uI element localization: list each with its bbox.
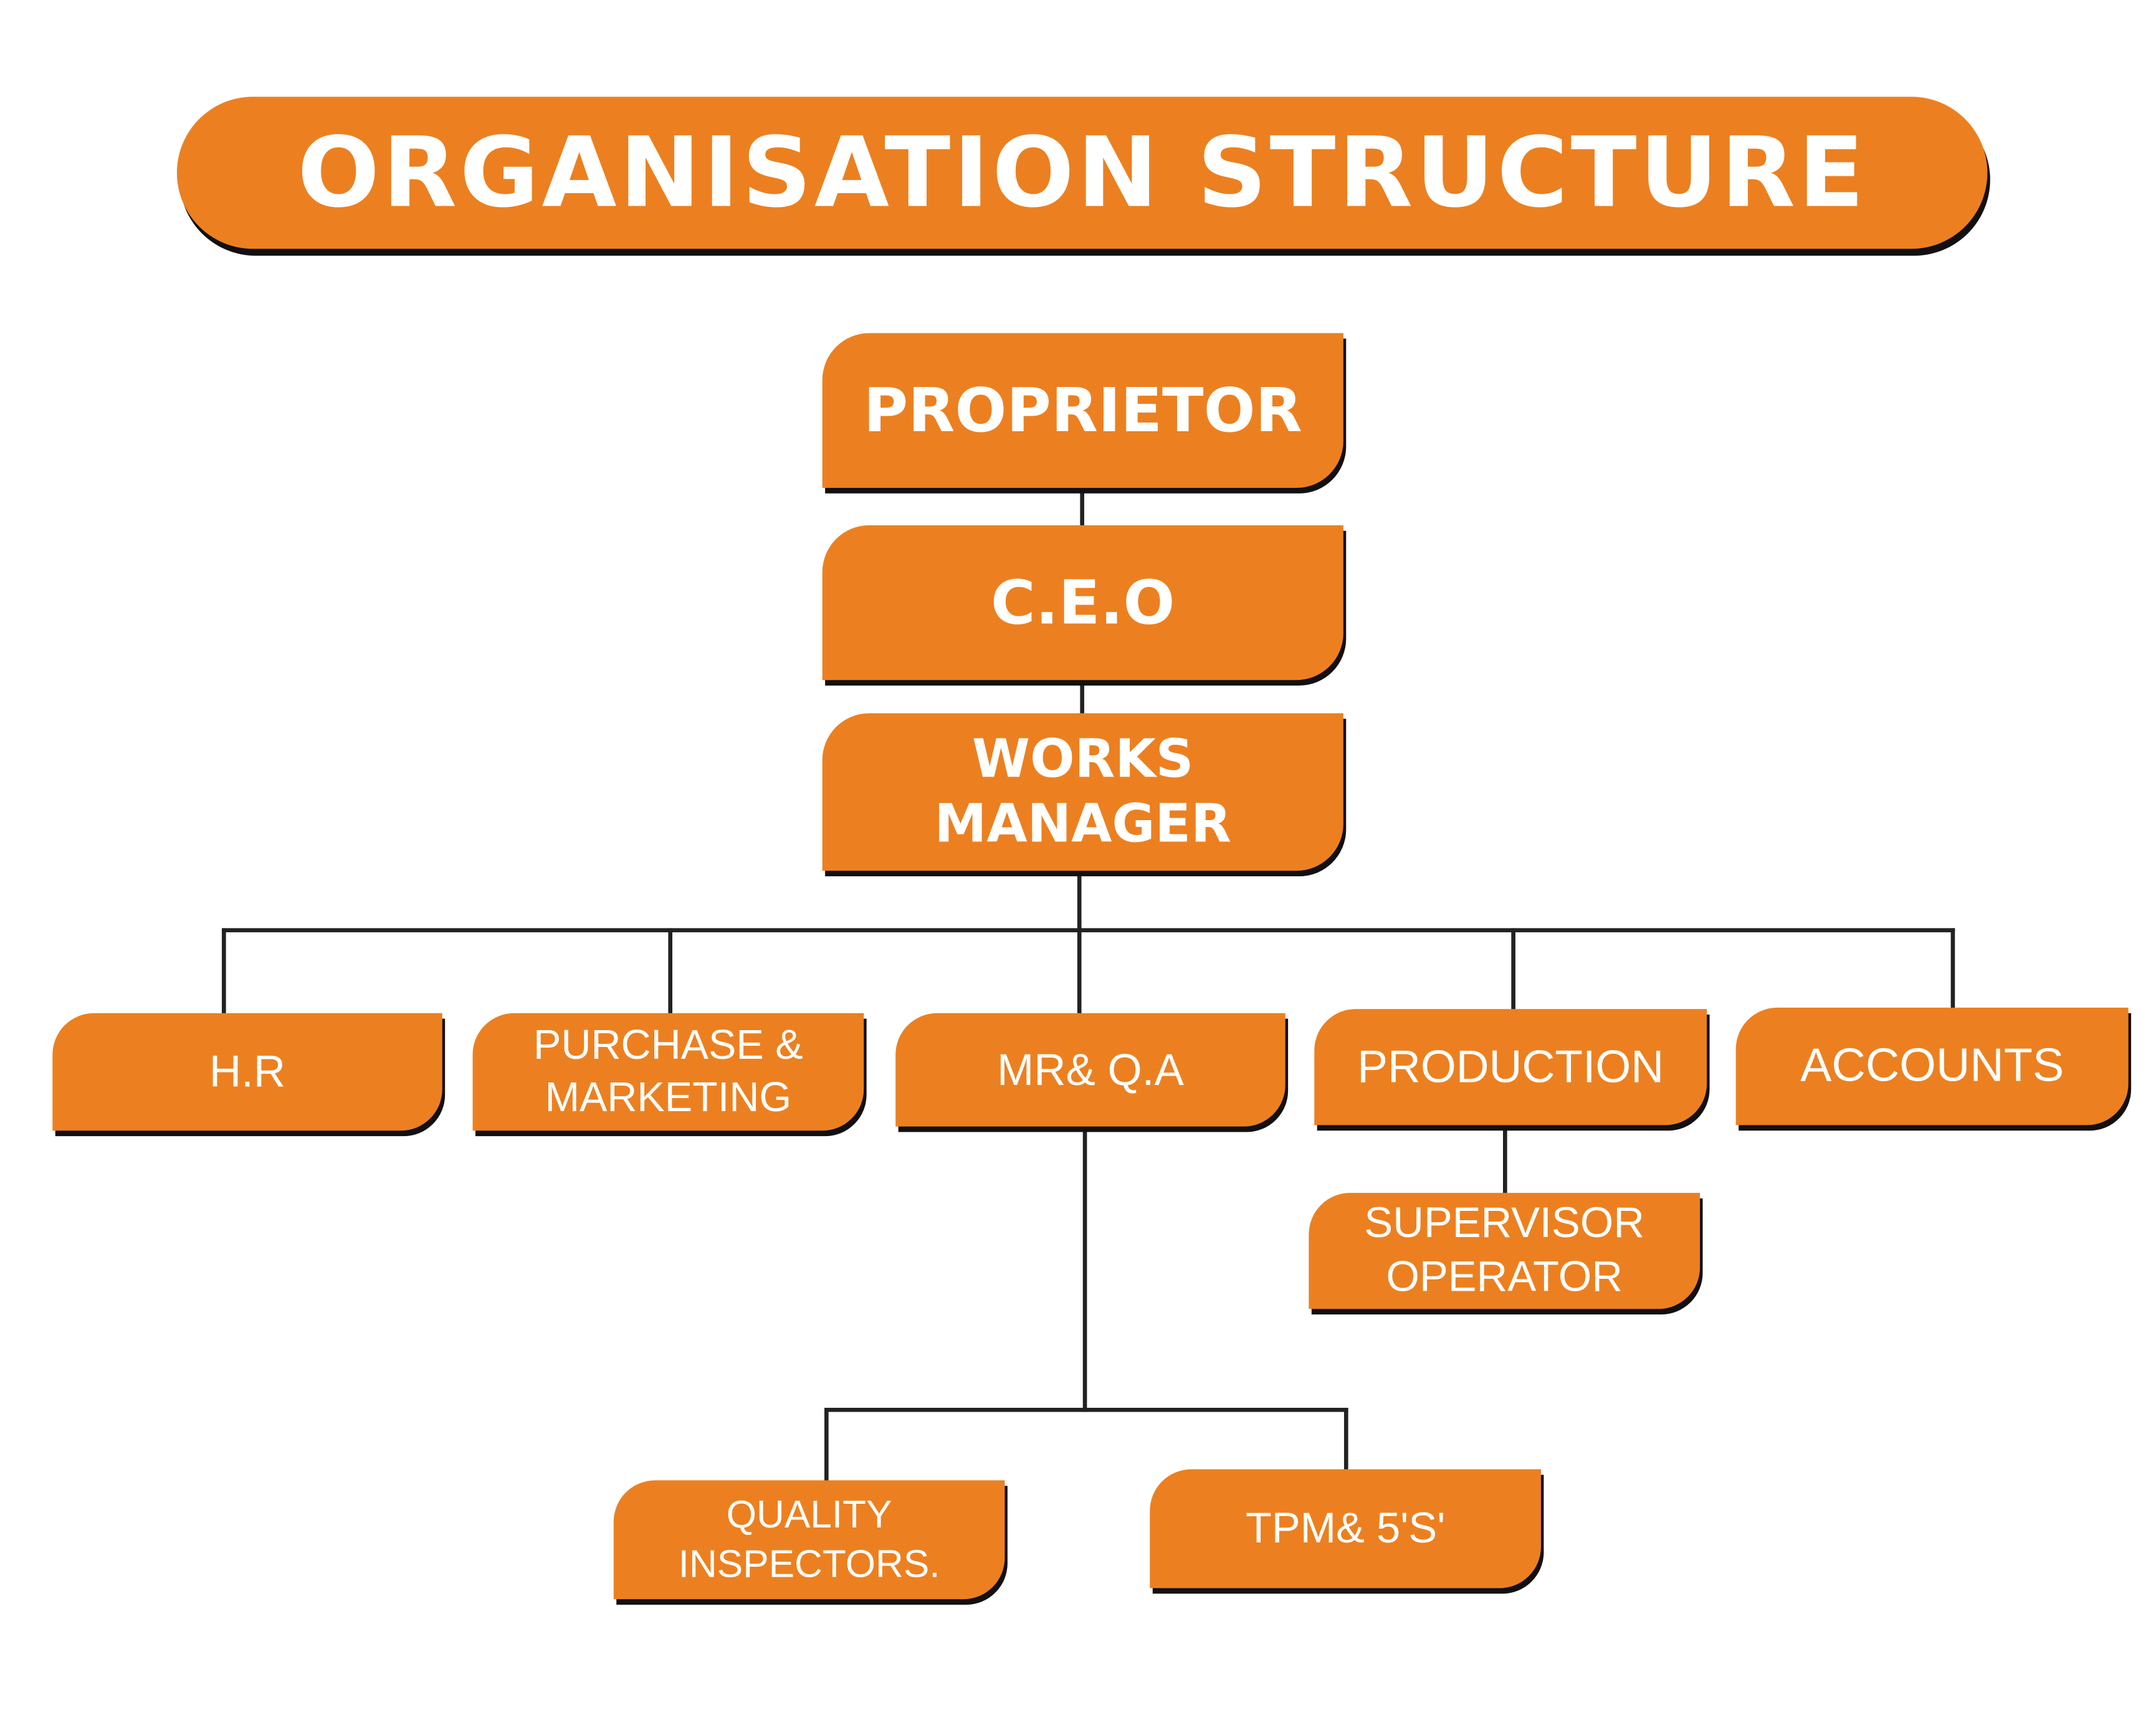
- node-tpm-5s: TPM& 5'S': [1150, 1469, 1542, 1589]
- node-ceo: C.E.O: [822, 525, 1343, 681]
- node-production: PRODUCTION: [1314, 1009, 1707, 1125]
- node-accounts: ACCOUNTS: [1735, 1007, 2129, 1125]
- page-title: ORGANISATION STRUCTURE: [176, 97, 1988, 249]
- node-hr: H.R: [52, 1013, 442, 1131]
- node-works-manager: WORKS MANAGER: [822, 713, 1343, 871]
- node-purchase-marketing: PURCHASE & MARKETING: [472, 1013, 864, 1131]
- node-mr-qa: MR& Q.A: [895, 1013, 1285, 1127]
- node-supervisor-operator: SUPERVISOR OPERATOR: [1309, 1193, 1700, 1309]
- node-quality-inspectors: QUALITY INSPECTORS.: [613, 1480, 1005, 1600]
- node-proprietor: PROPRIETOR: [822, 333, 1343, 488]
